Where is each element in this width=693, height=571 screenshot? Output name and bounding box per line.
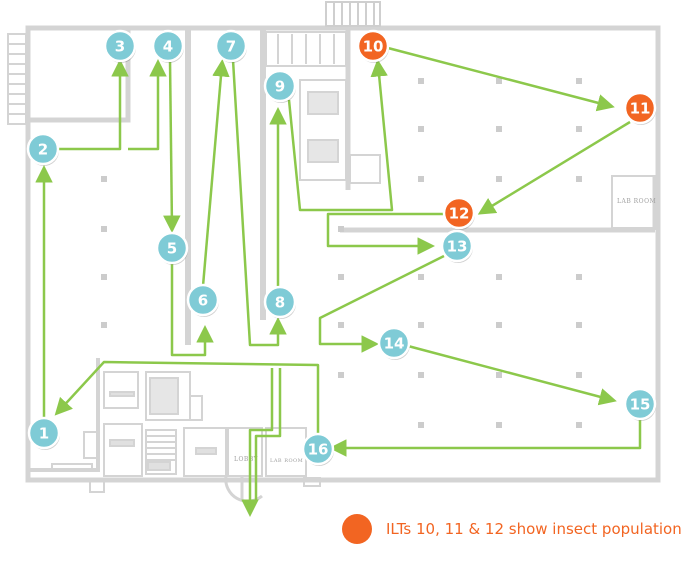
lab-room-label-right: LAB ROOM <box>617 198 656 205</box>
marker-circle <box>442 196 476 230</box>
lobby-label: LOBBY <box>234 456 259 463</box>
marker-circle <box>623 387 657 421</box>
ilt-marker-7: 7 <box>214 29 248 63</box>
legend-text: ILTs 10, 11 & 12 show insect population <box>386 520 682 538</box>
legend-marker-icon <box>342 514 372 544</box>
pillars <box>101 78 582 428</box>
marker-label: 15 <box>630 396 651 414</box>
top-stair <box>325 1 381 27</box>
route-3-to-4 <box>128 59 167 151</box>
marker-circle <box>623 91 657 125</box>
marker-circle <box>26 132 60 166</box>
marker-circle <box>263 285 297 319</box>
marker-circle <box>151 29 185 63</box>
marker-circle <box>377 326 411 360</box>
ilt-marker-4: 4 <box>151 29 185 63</box>
marker-circle <box>214 29 248 63</box>
marker-label: 4 <box>163 38 173 56</box>
marker-circle <box>356 29 390 63</box>
ilt-marker-14: 14 <box>377 326 411 360</box>
exit-route-b <box>254 368 282 500</box>
marker-label: 10 <box>363 38 384 56</box>
ilt-marker-9: 9 <box>263 69 297 103</box>
route-5-to-6 <box>170 262 214 357</box>
marker-label: 3 <box>115 38 125 56</box>
marker-circle <box>27 416 61 450</box>
ilt-marker-5: 5 <box>155 231 189 265</box>
marker-circle <box>155 231 189 265</box>
marker-label: 12 <box>449 205 470 223</box>
marker-circle <box>103 29 137 63</box>
marker-label: 16 <box>308 441 329 459</box>
exit-route-a <box>241 368 274 517</box>
ilt-marker-1: 1 <box>27 416 61 450</box>
marker-label: 9 <box>275 78 285 96</box>
marker-label: 1 <box>39 425 49 443</box>
service-core <box>265 31 381 184</box>
legend: ILTs 10, 11 & 12 show insect population <box>342 514 682 544</box>
route-10-to-11 <box>387 46 615 112</box>
marker-circle <box>263 69 297 103</box>
left-stair <box>7 33 27 125</box>
route-13-to-14 <box>318 254 445 353</box>
ilt-marker-6: 6 <box>186 283 220 317</box>
ilt-marker-16: 16 <box>301 432 335 466</box>
marker-label: 5 <box>167 240 177 258</box>
route-7-to-8 <box>231 59 287 347</box>
marker-label: 11 <box>630 100 651 118</box>
marker-label: 6 <box>198 292 208 310</box>
marker-label: 7 <box>226 38 236 56</box>
ilt-marker-3: 3 <box>103 29 137 63</box>
route-16-to-1 <box>54 360 320 436</box>
route-12-to-13 <box>326 212 444 255</box>
marker-label: 8 <box>275 294 285 312</box>
marker-label: 14 <box>384 335 405 353</box>
ilt-marker-15: 15 <box>623 387 657 421</box>
lab-room-right: LAB ROOM <box>611 175 656 229</box>
bottom-rooms <box>30 358 321 503</box>
route-9-to-10 <box>287 59 394 212</box>
marker-circle <box>186 283 220 317</box>
ilt-marker-11: 11 <box>623 91 657 125</box>
ilt-marker-10: 10 <box>356 29 390 63</box>
route-11-to-12 <box>477 120 631 215</box>
lab-room-label-bottom: LAB ROOM <box>270 458 303 464</box>
ilt-marker-2: 2 <box>26 132 60 166</box>
marker-circle <box>440 229 474 263</box>
ilt-marker-12: 12 <box>442 196 476 230</box>
building-walls <box>25 25 661 483</box>
route-arrows <box>35 46 642 517</box>
marker-circle <box>301 432 335 466</box>
marker-label: 2 <box>38 141 48 159</box>
outer-wall <box>25 25 661 483</box>
marker-label: 13 <box>447 238 468 256</box>
route-4-to-5 <box>163 59 181 233</box>
route-14-to-15 <box>407 344 617 406</box>
ilt-marker-13: 13 <box>440 229 474 263</box>
ilt-marker-8: 8 <box>263 285 297 319</box>
route-15-to-16 <box>329 418 642 457</box>
route-6-to-7 <box>201 59 230 287</box>
route-2-to-3 <box>58 59 129 151</box>
